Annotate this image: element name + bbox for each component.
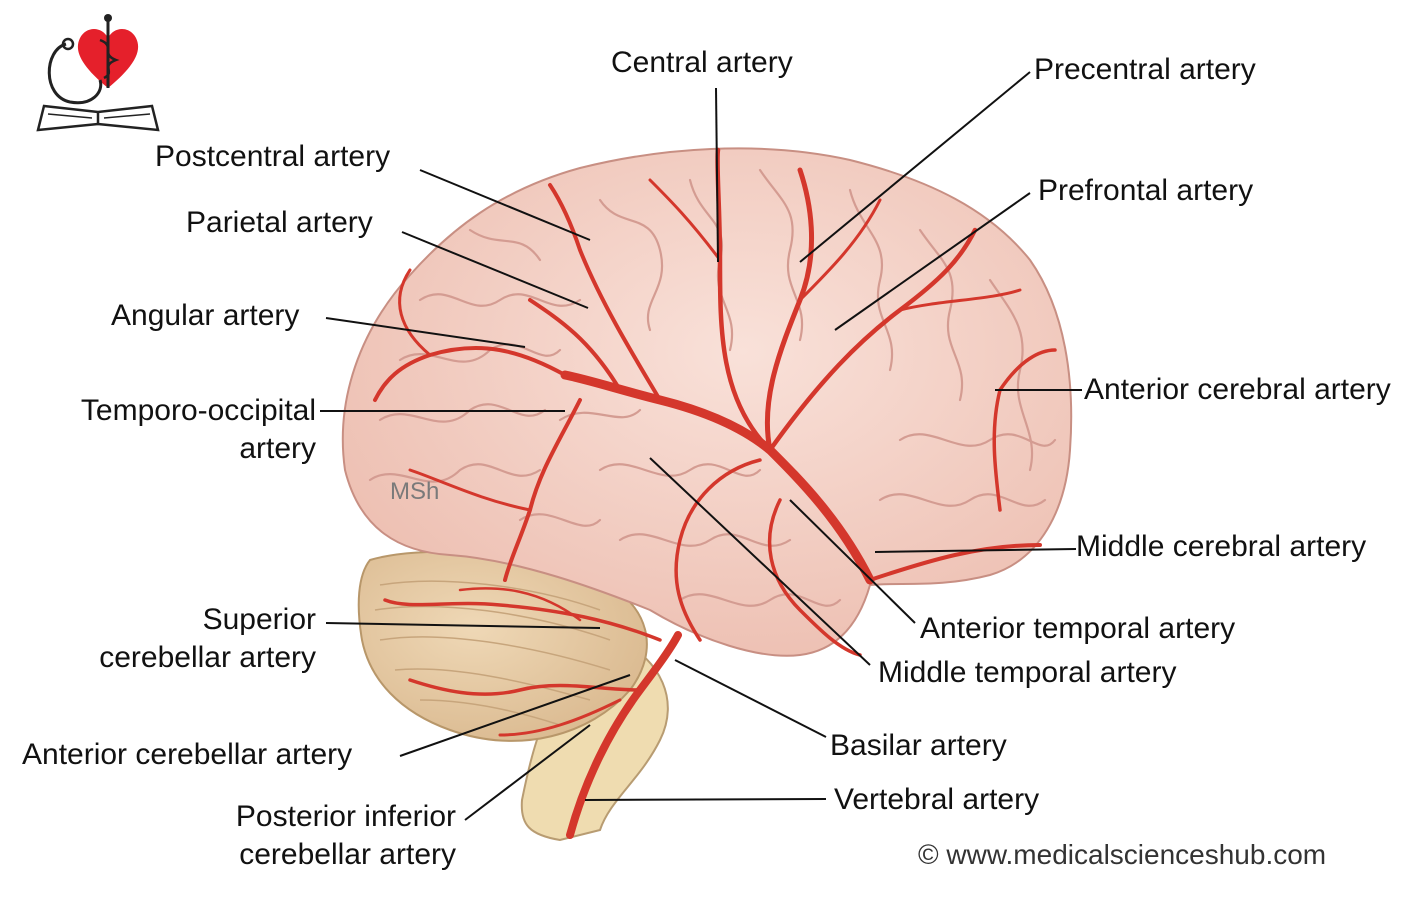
label-vertebral-artery: Vertebral artery (834, 783, 1040, 816)
label-superior-cerebellar-artery-line1: Superior (202, 603, 316, 636)
label-angular-artery: Angular artery (111, 299, 300, 332)
gyri-pattern (368, 168, 1057, 607)
leader-lines (320, 71, 1082, 821)
cerebellum-folia (374, 580, 611, 726)
label-anterior-cerebellar-artery: Anterior cerebellar artery (22, 738, 353, 771)
label-temporo-occipital-artery-line1: Temporo-occipital (80, 394, 316, 427)
vertebral-artery-vessel (566, 631, 682, 839)
label-parietal-artery: Parietal artery (186, 206, 373, 239)
label-anterior-temporal-artery: Anterior temporal artery (920, 612, 1236, 645)
middle-cerebral-trunk (560, 370, 875, 585)
copyright-credit[interactable]: © www.medicalscienceshub.com (918, 839, 1327, 870)
watermark: MSh (390, 478, 440, 505)
label-posterior-inferior-cerebellar-artery-line2: cerebellar artery (239, 838, 456, 871)
label-middle-cerebral-artery: Middle cerebral artery (1076, 530, 1367, 563)
label-superior-cerebellar-artery-line2: cerebellar artery (99, 641, 316, 674)
label-basilar-artery: Basilar artery (830, 729, 1007, 762)
logo (36, 14, 160, 132)
label-central-artery: Central artery (611, 46, 793, 79)
label-posterior-inferior-cerebellar-artery-line1: Posterior inferior (235, 800, 456, 833)
logo-stethoscope-icon (47, 42, 103, 105)
label-prefrontal-artery: Prefrontal artery (1038, 174, 1254, 207)
label-anterior-cerebral-artery: Anterior cerebral artery (1084, 373, 1391, 406)
label-postcentral-artery: Postcentral artery (155, 140, 391, 173)
label-middle-temporal-artery: Middle temporal artery (878, 656, 1177, 689)
label-precentral-artery: Precentral artery (1034, 53, 1256, 86)
label-temporo-occipital-artery-line2: artery (239, 432, 316, 465)
